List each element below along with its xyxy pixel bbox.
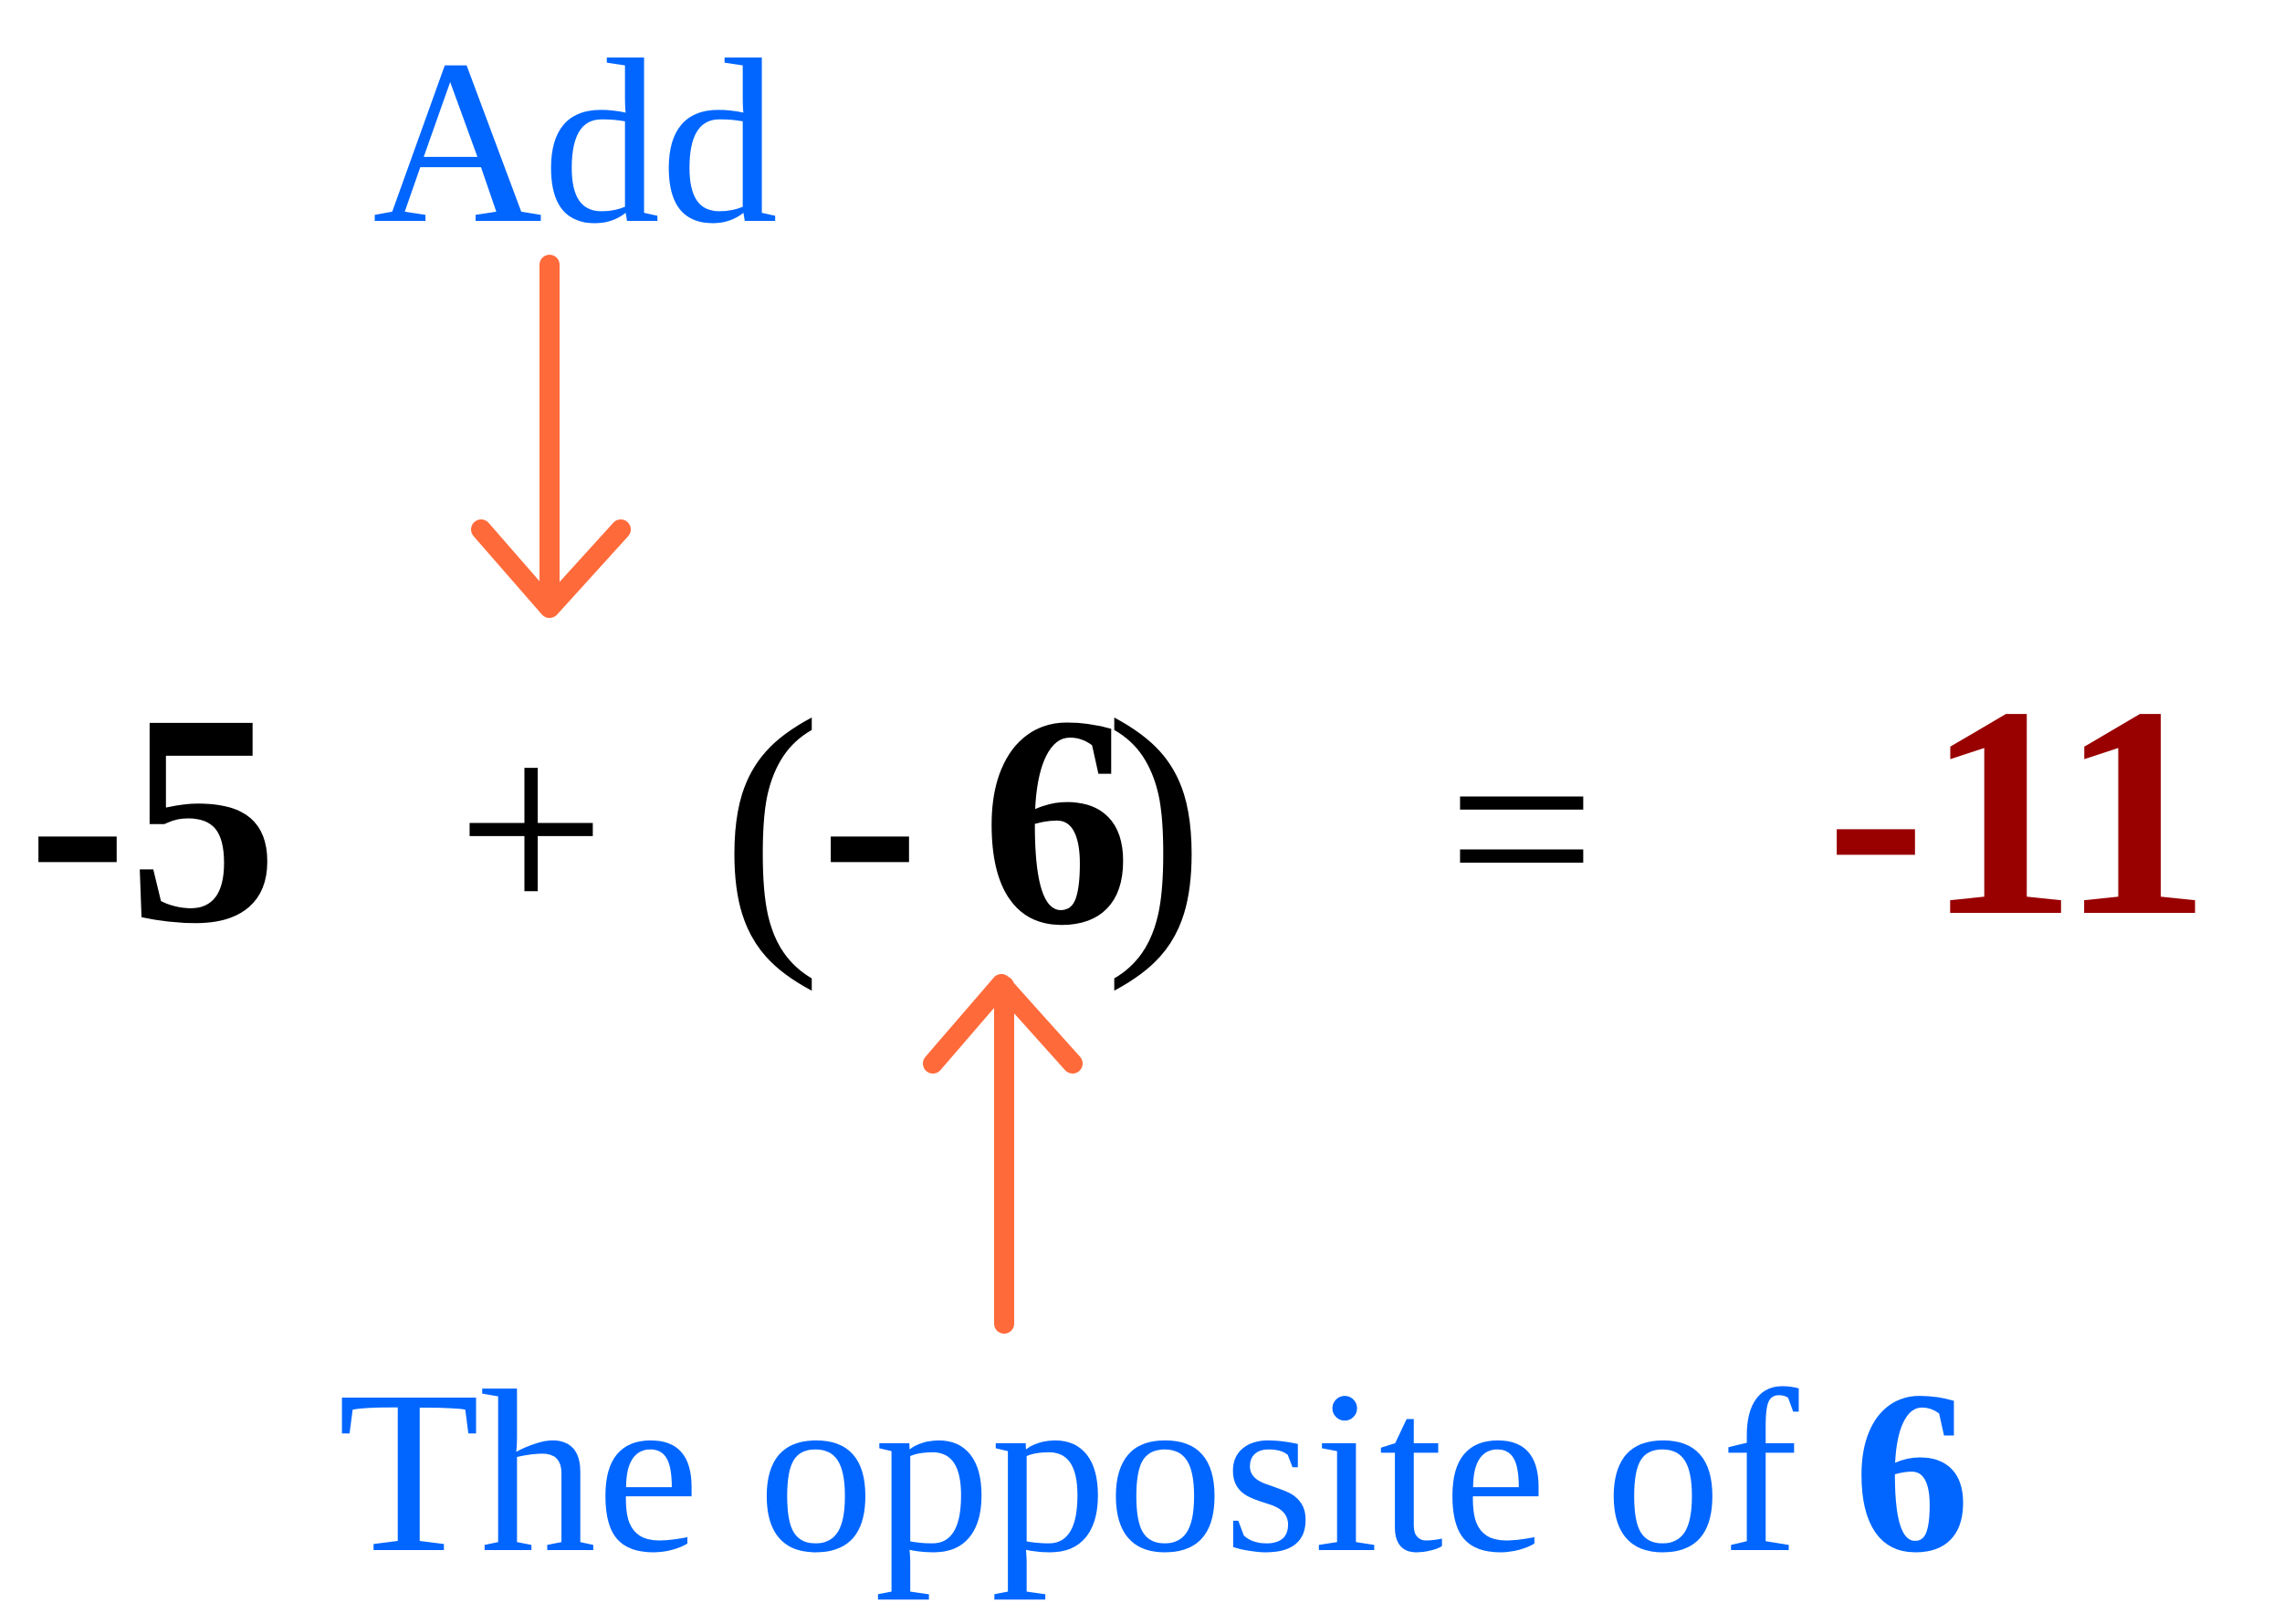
first-term: -5 xyxy=(27,653,278,986)
inner-minus-sign: - xyxy=(820,653,920,986)
opposite-label-number: 6 xyxy=(1853,1344,1970,1601)
equals-sign: = xyxy=(1447,682,1597,975)
plus-operator: + xyxy=(456,682,606,975)
add-label: Add xyxy=(372,11,778,272)
open-parenthesis: ( xyxy=(721,659,822,992)
up-arrow-icon xyxy=(923,974,1083,1334)
result-value: -11 xyxy=(1826,645,2211,979)
opposite-label-prefix: The opposite of xyxy=(338,1344,1799,1601)
equation: -5 + ( - 6 ) = -11 xyxy=(27,645,2211,992)
close-parenthesis: ) xyxy=(1105,659,1205,992)
inner-number: 6 xyxy=(981,655,1132,988)
down-arrow-icon xyxy=(471,255,631,618)
